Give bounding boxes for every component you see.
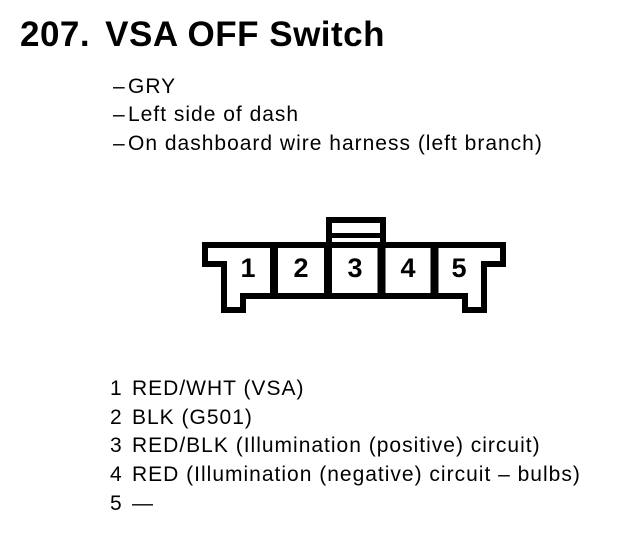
pin-cavity-number: 1 [240,253,255,283]
dash-bullet: – [113,131,126,155]
list-item: – Left side of dash [113,101,543,129]
detail-color: GRY [128,75,177,98]
pinout-row: 1 RED/WHT (VSA) [110,375,581,404]
pin-description: BLK (G501) [132,405,253,429]
pin-description: RED/BLK (Illumination (positive) circuit… [132,434,541,458]
pin-cavity-number: 5 [451,253,466,283]
detail-location: Left side of dash [128,103,300,127]
pin-description: — [132,491,154,515]
pin-cavity-number: 4 [400,253,415,283]
pinout-row: 4 RED (Illumination (negative) circuit –… [110,461,581,490]
section-number: 207. [20,15,91,54]
pinout-row: 3 RED/BLK (Illumination (positive) circu… [110,432,581,461]
list-item: – GRY [113,73,543,101]
pin-number: 3 [110,434,123,458]
pinout-row: 5 — [110,490,581,519]
pin-number: 5 [110,491,123,515]
connector-body [202,242,506,313]
list-item: – On dashboard wire harness (left branch… [113,130,543,158]
detail-harness: On dashboard wire harness (left branch) [128,131,543,155]
pinout-row: 2 BLK (G501) [110,404,581,433]
connector-latch-tab [326,217,386,245]
pin-number: 4 [110,463,123,487]
connector-diagram: 1 2 3 4 5 [202,217,506,313]
pinout-list: 1 RED/WHT (VSA) 2 BLK (G501) 3 RED/BLK (… [110,375,581,519]
pin-number: 1 [110,377,123,400]
pin-number: 2 [110,405,123,429]
pin-cavity-number: 3 [347,253,362,283]
pin-description: RED/WHT (VSA) [132,377,305,400]
dash-bullet: – [113,103,126,127]
dash-bullet: – [113,75,126,98]
pin-cavity-number: 2 [293,253,308,283]
page-title: 207. VSA OFF Switch [20,17,385,52]
pin-description: RED (Illumination (negative) circuit – b… [132,463,581,487]
section-title: VSA OFF Switch [105,15,386,54]
detail-list: – GRY – Left side of dash – On dashboard… [113,73,543,158]
